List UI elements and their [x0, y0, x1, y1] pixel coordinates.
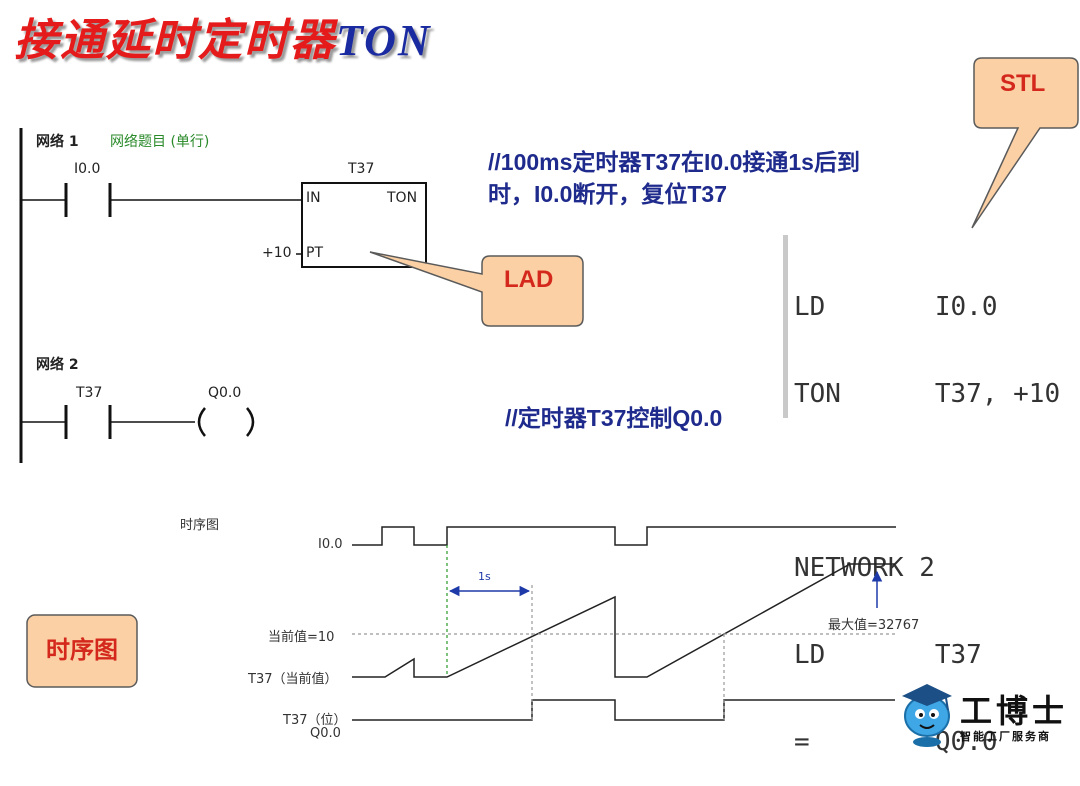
q00-label: Q0.0 [310, 726, 341, 741]
comment-network2: //定时器T37控制Q0.0 [505, 405, 723, 431]
stl-code: LD I0.0 TON T37, +10 NETWORK 2 LD T37 = … [794, 235, 1060, 786]
t37-current-waveform [352, 563, 895, 678]
contact2-label: T37 [76, 385, 103, 401]
stl-line: LD I0.0 [794, 292, 998, 322]
stl-callout-label: STL [1000, 70, 1046, 97]
t37-bit-label: T37（位） [283, 713, 347, 728]
preset-label: 当前值=10 [268, 630, 335, 645]
comment-line1: //100ms定时器T37在I0.0接通1s后到 [488, 149, 860, 175]
max-label: 最大值=32767 [828, 618, 920, 633]
stl-bar [783, 235, 788, 418]
ladder-diagram [19, 57, 1079, 688]
timer-pt: PT [306, 245, 323, 261]
network1-comment: 网络题目 (单行) [110, 134, 210, 150]
logo-subtitle: 智能工厂服务商 [960, 730, 1051, 743]
timer-box [301, 182, 427, 268]
title-suffix: TON [336, 16, 432, 65]
timing-diagram [352, 526, 896, 721]
i00-label: I0.0 [318, 537, 343, 552]
network2-label: 网络 2 [36, 357, 79, 373]
contact1-label: I0.0 [74, 161, 101, 177]
timer-name: T37 [348, 161, 375, 177]
page-title: 接通延时定时器TON [14, 4, 432, 68]
title-main: 接通延时定时器 [14, 15, 336, 66]
i00-waveform [352, 526, 896, 546]
timer-in: IN [306, 190, 321, 206]
lad-callout-label: LAD [504, 266, 554, 293]
timing-title: 时序图 [180, 518, 220, 533]
timing-callout-label: 时序图 [46, 637, 118, 664]
t37-current-label: T37（当前值） [248, 672, 338, 687]
mascot-icon [902, 684, 952, 747]
comment-line2: 时，I0.0断开，复位T37 [488, 181, 727, 207]
timing-callout-shape [26, 614, 138, 688]
timer-ton: TON [387, 190, 418, 206]
coil-right [246, 407, 255, 437]
stl-callout-shape [971, 57, 1079, 229]
logo-name: 工博士 [960, 692, 1069, 730]
coil-label: Q0.0 [208, 385, 242, 401]
network1-label: 网络 1 [36, 134, 79, 150]
stl-line: LD T37 [794, 640, 982, 670]
stl-line: NETWORK 2 [794, 553, 935, 583]
t37-bit-waveform [352, 699, 895, 721]
stl-line: TON T37, +10 [794, 379, 1061, 409]
timer-preset: +10 [262, 245, 292, 261]
lad-callout-shape [369, 251, 584, 327]
coil-left [197, 407, 206, 437]
delay-label: 1s [478, 570, 491, 583]
